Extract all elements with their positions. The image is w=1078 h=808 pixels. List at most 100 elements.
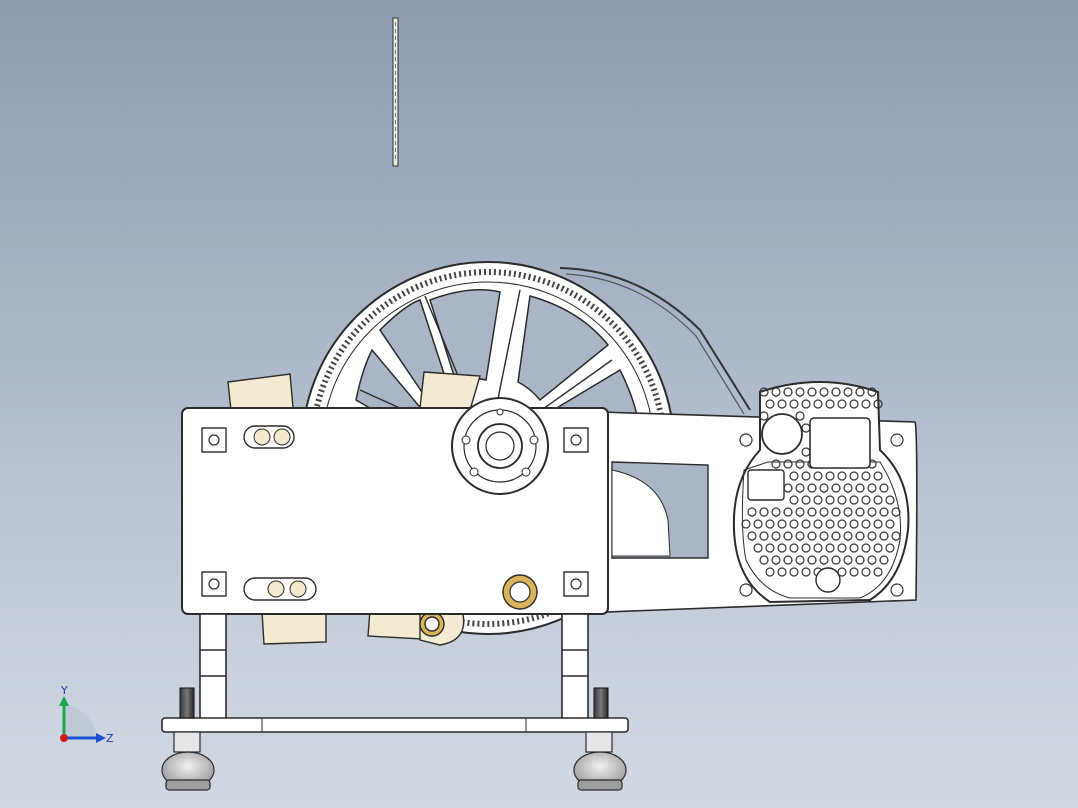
vent-hole (831, 555, 841, 565)
vent-hole (837, 519, 847, 529)
vent-hole (807, 387, 817, 397)
vent-hole (759, 531, 769, 541)
vent-hole (807, 555, 817, 565)
vent-hole (873, 471, 883, 481)
vent-hole (759, 411, 769, 421)
vent-hole (879, 507, 889, 517)
vent-hole (837, 567, 847, 577)
vent-hole (825, 495, 835, 505)
vent-hole (831, 387, 841, 397)
front-mounting-plate[interactable] (181, 397, 609, 615)
vent-hole (759, 387, 769, 397)
vent-hole (825, 399, 835, 409)
vent-hole (783, 459, 793, 469)
vent-hole (849, 567, 859, 577)
hub-bearing[interactable] (451, 397, 549, 495)
vent-hole (843, 555, 853, 565)
vent-hole (843, 531, 853, 541)
vent-hole (825, 543, 835, 553)
vent-hole (855, 555, 865, 565)
support-legs[interactable] (199, 613, 589, 721)
vent-hole (789, 399, 799, 409)
vent-hole (819, 483, 829, 493)
vent-hole (813, 471, 823, 481)
vent-hole (855, 387, 865, 397)
vent-hole (795, 387, 805, 397)
vent-hole (765, 543, 775, 553)
vent-hole (771, 507, 781, 517)
vent-hole (777, 543, 787, 553)
vent-hole (879, 483, 889, 493)
vent-hole (825, 519, 835, 529)
vent-hole (831, 483, 841, 493)
vent-hole (849, 471, 859, 481)
vent-hole (849, 543, 859, 553)
coordinate-triad: Y Z (59, 684, 114, 745)
vent-hole (885, 519, 895, 529)
vent-hole (849, 519, 859, 529)
vent-hole (861, 519, 871, 529)
vent-hole (747, 531, 757, 541)
vent-hole (885, 543, 895, 553)
vent-hole (843, 483, 853, 493)
vent-hole (771, 531, 781, 541)
vent-hole (777, 399, 787, 409)
vent-hole (831, 507, 841, 517)
bronze-bushing[interactable] (502, 574, 538, 610)
mounting-bolts[interactable] (179, 687, 609, 719)
vent-hole (801, 543, 811, 553)
vent-hole (831, 531, 841, 541)
vent-hole (837, 543, 847, 553)
servo-motor[interactable] (732, 381, 910, 604)
vent-hole (801, 519, 811, 529)
vent-hole (771, 459, 781, 469)
leveling-feet[interactable] (161, 731, 627, 791)
vent-hole (873, 519, 883, 529)
vent-hole (861, 495, 871, 505)
z-axis-label: Z (106, 732, 114, 745)
vent-hole (861, 543, 871, 553)
vent-hole (825, 471, 835, 481)
motor-vent-grid (741, 387, 901, 577)
vent-hole (795, 507, 805, 517)
vent-hole (759, 507, 769, 517)
vent-hole (801, 399, 811, 409)
vent-hole (789, 519, 799, 529)
vent-hole (813, 543, 823, 553)
vent-hole (867, 483, 877, 493)
vent-hole (819, 507, 829, 517)
vent-hole (843, 507, 853, 517)
vent-hole (873, 495, 883, 505)
vent-hole (891, 507, 901, 517)
vent-hole (777, 567, 787, 577)
vent-hole (813, 495, 823, 505)
vent-hole (795, 483, 805, 493)
vent-hole (789, 567, 799, 577)
base-plate[interactable] (161, 717, 629, 733)
vent-hole (771, 387, 781, 397)
vent-hole (747, 507, 757, 517)
vent-hole (837, 399, 847, 409)
vent-hole (795, 531, 805, 541)
vent-hole (873, 543, 883, 553)
vent-hole (765, 567, 775, 577)
vent-hole (795, 411, 805, 421)
belt-section-detail[interactable] (392, 17, 399, 167)
vent-hole (759, 555, 769, 565)
vent-hole (777, 519, 787, 529)
vent-hole (801, 567, 811, 577)
vent-hole (753, 543, 763, 553)
vent-hole (849, 399, 859, 409)
vent-hole (771, 555, 781, 565)
vent-hole (813, 519, 823, 529)
vent-hole (861, 399, 871, 409)
vent-hole (861, 471, 871, 481)
vent-hole (867, 387, 877, 397)
vent-hole (807, 531, 817, 541)
vent-hole (837, 471, 847, 481)
vent-hole (801, 495, 811, 505)
vent-hole (783, 507, 793, 517)
vent-hole (861, 567, 871, 577)
